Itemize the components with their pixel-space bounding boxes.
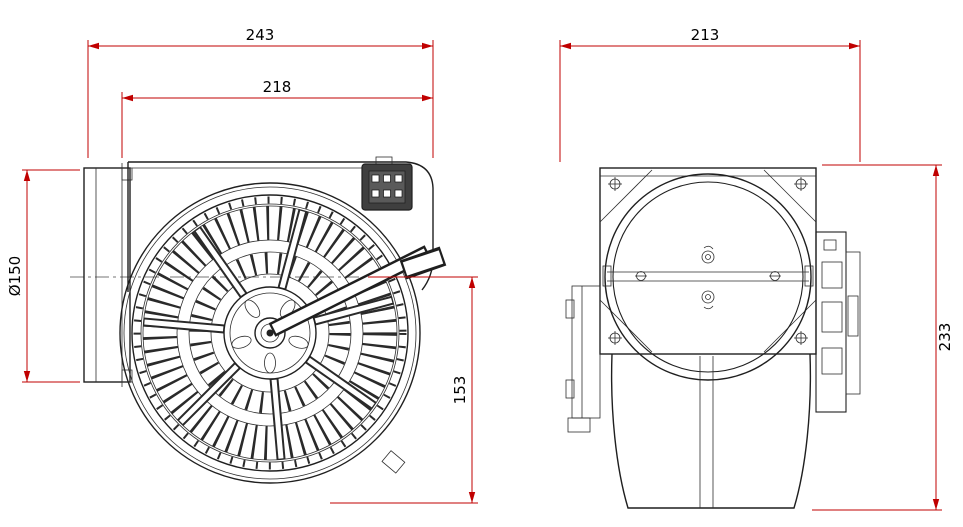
connector-pins (371, 174, 403, 198)
impeller (123, 186, 417, 480)
dim-text-front-overall-height: 233 (936, 323, 954, 352)
side-bracket (565, 285, 601, 433)
dim-text-side-overall-width: 243 (246, 26, 275, 44)
volute-housing (119, 161, 434, 484)
bolt-hole (794, 331, 808, 345)
dim-outlet-diameter (22, 169, 80, 383)
dim-side-housing-width (121, 92, 433, 158)
dim-text-axis-to-base: 153 (451, 376, 469, 405)
dim-front-overall-width (559, 40, 861, 162)
connector-plug (361, 156, 413, 211)
bolt-hole (608, 331, 622, 345)
outlet-flange (83, 163, 133, 387)
bolt-hole (608, 177, 622, 191)
inlet-ring (604, 173, 812, 381)
lower-housing (610, 353, 812, 509)
dim-front-overall-height (812, 164, 942, 511)
dim-text-side-housing-width: 218 (263, 78, 292, 96)
dim-text-outlet-diameter: Ø150 (6, 256, 24, 296)
front-view (565, 167, 861, 509)
rim-tick-ring (133, 196, 407, 470)
blade-ring-outer (143, 206, 397, 460)
bolt-hole (794, 177, 808, 191)
stub-pipe (399, 246, 447, 280)
grille-spokes (143, 209, 394, 460)
dim-side-overall-width (87, 40, 434, 158)
motor-assembly (815, 231, 861, 413)
side-view (70, 156, 447, 484)
dimensions: 243 218 Ø150 153 213 233 (6, 26, 954, 511)
dim-axis-to-base (330, 276, 478, 504)
dim-arrowheads (23, 42, 940, 510)
spider-bar (602, 245, 814, 310)
blade-ring-inner (189, 252, 351, 414)
center-fittings (701, 245, 715, 310)
housing-foot (381, 450, 406, 474)
dim-text-front-overall-width: 213 (691, 26, 720, 44)
